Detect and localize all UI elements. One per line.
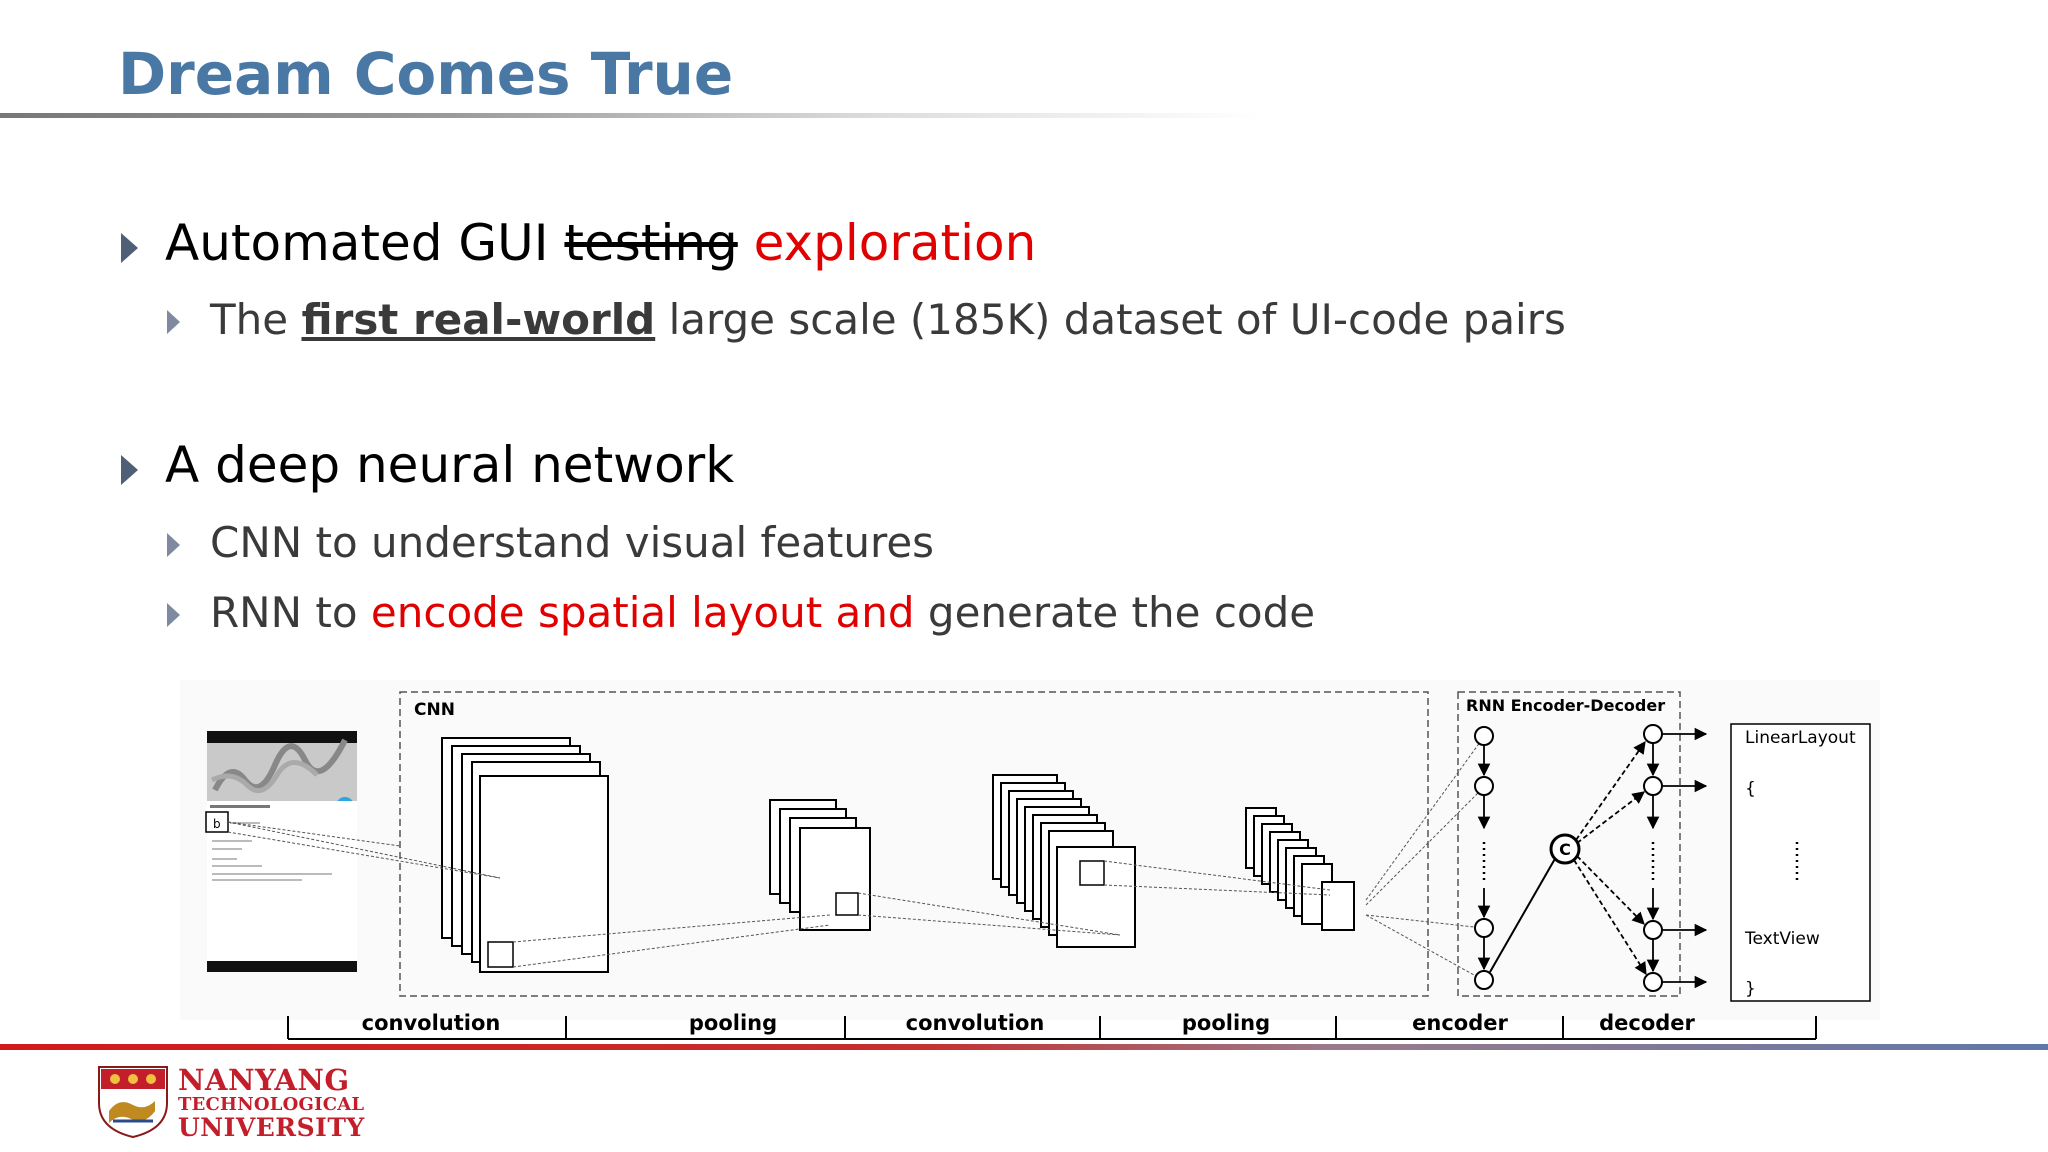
encoder-to-context-line <box>1489 856 1557 973</box>
code-line: } <box>1745 979 1756 999</box>
connection-lines <box>227 737 1484 981</box>
input-screenshot-image: b <box>205 731 357 972</box>
stage-label: pooling <box>1182 1011 1270 1035</box>
context-vector-node <box>1549 833 1581 865</box>
stage-label: encoder <box>1412 1011 1508 1035</box>
sub-bullet-cnn: CNN to understand visual features <box>210 518 935 567</box>
stage-label: convolution <box>362 1011 501 1035</box>
stage-label: pooling <box>689 1011 777 1035</box>
stage-bracket <box>287 1016 1817 1040</box>
highlight-text: exploration <box>737 214 1037 272</box>
strikethrough-text: testing <box>564 214 738 272</box>
bullet-arrow-icon <box>121 455 138 485</box>
sub-bullet-arrow-icon <box>167 533 180 557</box>
footer-rule <box>0 1044 2048 1050</box>
logo-line: NANYANG <box>178 1063 350 1097</box>
pool-feature-maps-1 <box>769 799 871 931</box>
logo-line: UNIVERSITY <box>178 1113 365 1142</box>
code-line: { <box>1745 779 1756 799</box>
sub-bullet-text: generate the code <box>914 588 1316 637</box>
decoder-nodes <box>1643 724 1663 992</box>
code-line: LinearLayout <box>1745 728 1856 748</box>
conv-feature-maps-1 <box>441 737 609 973</box>
bullet-automated-gui: Automated GUI testing exploration <box>165 214 1036 272</box>
university-wordmark: NANYANG TECHNOLOGICAL UNIVERSITY <box>178 1063 365 1142</box>
bullet-arrow-icon <box>121 233 138 263</box>
logo-line: TECHNOLOGICAL <box>178 1094 365 1115</box>
sub-bullet-rnn: RNN to encode spatial layout and generat… <box>210 588 1315 637</box>
sub-bullet-arrow-icon <box>167 603 180 627</box>
sub-bullet-dataset: The first real-world large scale (185K) … <box>210 295 1566 344</box>
cnn-dashed-box <box>399 691 1429 997</box>
cnn-label: CNN <box>414 700 455 720</box>
title-underline <box>0 113 1260 118</box>
output-code-box <box>1730 723 1871 1002</box>
sub-bullet-text: RNN to <box>210 588 371 637</box>
slide-title: Dream Comes True <box>118 40 734 108</box>
encoder-nodes <box>1474 726 1494 990</box>
bullet-text: Automated GUI <box>165 214 565 272</box>
decoder-arrows <box>1646 727 1708 989</box>
svg-text:b: b <box>213 817 221 831</box>
sub-bullet-text: large scale (185K) dataset of UI-code pa… <box>655 295 1566 344</box>
sub-bullet-arrow-icon <box>167 310 180 334</box>
stage-label: decoder <box>1599 1011 1695 1035</box>
conv-feature-maps-2 <box>992 774 1136 948</box>
context-label: C <box>1559 840 1571 859</box>
code-line: TextView <box>1744 929 1820 949</box>
university-crest-icon <box>98 1066 168 1139</box>
decoder-dashed-arrows <box>1573 740 1647 976</box>
rnn-dashed-box <box>1457 691 1681 997</box>
emphasis-text: first real-world <box>301 295 656 344</box>
stage-label: convolution <box>906 1011 1045 1035</box>
rnn-label: RNN Encoder-Decoder <box>1466 696 1665 715</box>
highlight-text: encode spatial layout and <box>370 588 915 637</box>
sub-bullet-text: The <box>210 295 302 344</box>
bullet-deep-network: A deep neural network <box>165 436 735 494</box>
